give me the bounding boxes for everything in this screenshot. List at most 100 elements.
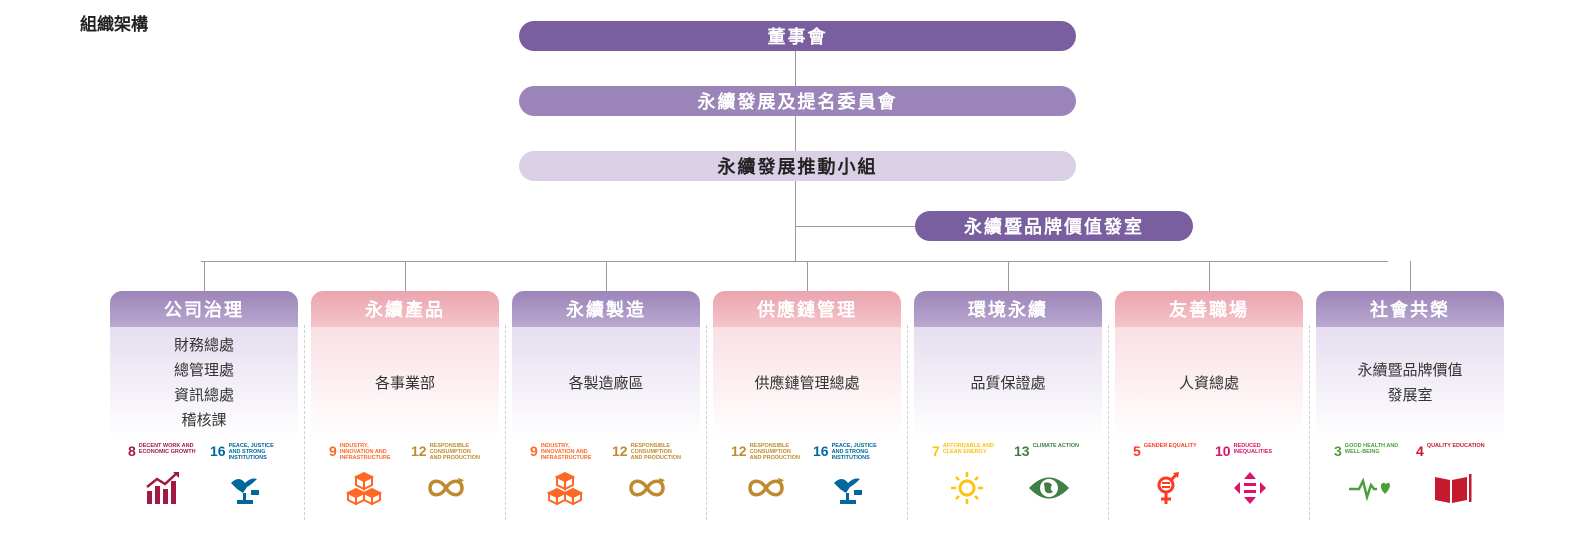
connector-drop <box>1209 261 1210 291</box>
function-card-units: 財務總處總管理處資訊總處稽核課 <box>110 327 298 439</box>
sdg-title: PEACE, JUSTICE AND STRONG INSTITUTIONS <box>228 443 274 461</box>
sdg-number: 4 <box>1416 443 1424 459</box>
function-card-units: 各事業部 <box>311 327 499 439</box>
sdg-title: GOOD HEALTH AND WELL-BEING <box>1344 443 1399 455</box>
page-title: 組織架構 <box>80 15 148 35</box>
card-separator <box>505 325 506 520</box>
sdg-title: REDUCED INEQUALITIES <box>1233 443 1273 455</box>
dove-gavel-icon <box>826 465 870 509</box>
sdg-number: 7 <box>932 443 940 459</box>
sdg-number: 9 <box>530 443 538 459</box>
function-card-heading: 公司治理 <box>110 291 298 327</box>
unit-label: 各事業部 <box>374 373 435 392</box>
unit-label: 人資總處 <box>1178 373 1239 392</box>
sdg-number: 3 <box>1334 443 1342 459</box>
sdg-title: GENDER EQUALITY <box>1143 443 1197 449</box>
equality-arrows-icon <box>1228 465 1272 509</box>
infinity-icon <box>625 465 669 509</box>
sdg-title: AFFORDABLE AND CLEAN ENERGY <box>942 443 994 455</box>
sdg-number: 12 <box>612 443 628 459</box>
function-card-heading: 供應鏈管理 <box>713 291 901 327</box>
task-force-node: 永續發展推動小組 <box>519 151 1076 181</box>
function-card-heading: 環境永續 <box>914 291 1102 327</box>
connector-drop <box>405 261 406 291</box>
sdg-number: 8 <box>128 443 136 459</box>
function-card-units: 品質保證處 <box>914 327 1102 439</box>
sdg-title: RESPONSIBLE CONSUMPTION AND PRODUCTION <box>429 443 480 461</box>
unit-label: 品質保證處 <box>970 373 1046 392</box>
card-separator <box>907 325 908 520</box>
function-card-units: 供應鏈管理總處 <box>713 327 901 439</box>
card-separator <box>1309 325 1310 520</box>
office-node: 永續暨品牌價值發室 <box>915 211 1193 241</box>
function-card-heading: 永續產品 <box>311 291 499 327</box>
sdg-number: 16 <box>210 443 226 459</box>
connector-drop <box>606 261 607 291</box>
connector-office <box>795 226 915 227</box>
sdg-title: DECENT WORK AND ECONOMIC GROWTH <box>138 443 196 455</box>
function-card-units: 各製造廠區 <box>512 327 700 439</box>
unit-label: 發展室 <box>1387 386 1433 404</box>
unit-label: 稽核課 <box>181 411 227 429</box>
cubes-icon <box>543 465 587 509</box>
sdg-title: INDUSTRY, INNOVATION AND INFRASTRUCTURE <box>339 443 391 461</box>
sdg-title: RESPONSIBLE CONSUMPTION AND PRODUCTION <box>749 443 800 461</box>
sdg-title: PEACE, JUSTICE AND STRONG INSTITUTIONS <box>831 443 877 461</box>
sdg-number: 13 <box>1014 443 1030 459</box>
sdg-number: 9 <box>329 443 337 459</box>
heartbeat-icon <box>1347 465 1391 509</box>
unit-label: 財務總處 <box>173 336 234 354</box>
unit-label: 永續暨品牌價值 <box>1357 361 1463 379</box>
card-separator <box>1108 325 1109 520</box>
sdg-number: 12 <box>411 443 427 459</box>
sun-icon <box>945 465 989 509</box>
connector-drop <box>1008 261 1009 291</box>
function-card-units: 人資總處 <box>1115 327 1303 439</box>
sdg-title: RESPONSIBLE CONSUMPTION AND PRODUCTION <box>630 443 681 461</box>
unit-label: 總管理處 <box>173 361 234 379</box>
connector-drop <box>807 261 808 291</box>
gender-icon <box>1146 465 1190 509</box>
function-card-heading: 社會共榮 <box>1316 291 1504 327</box>
cubes-icon <box>342 465 386 509</box>
committee-node: 永續發展及提名委員會 <box>519 86 1076 116</box>
unit-label: 供應鏈管理總處 <box>754 373 860 392</box>
infinity-icon <box>424 465 468 509</box>
sdg-title: CLIMATE ACTION <box>1032 443 1080 449</box>
unit-label: 各製造廠區 <box>568 373 644 392</box>
book-icon <box>1429 465 1473 509</box>
board-node: 董事會 <box>519 21 1076 51</box>
function-card-heading: 友善職場 <box>1115 291 1303 327</box>
card-separator <box>706 325 707 520</box>
connector-drop <box>204 261 205 291</box>
sdg-number: 5 <box>1133 443 1141 459</box>
function-card-heading: 永續製造 <box>512 291 700 327</box>
connector-drop <box>1410 261 1411 291</box>
infinity-icon <box>744 465 788 509</box>
growth-chart-icon <box>141 465 185 509</box>
dove-gavel-icon <box>223 465 267 509</box>
